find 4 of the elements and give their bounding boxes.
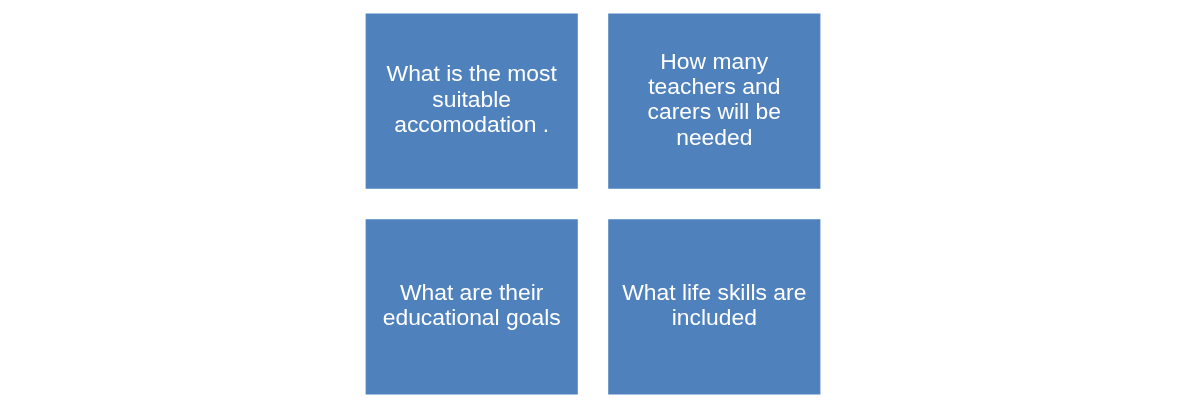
node-box: How many teachers and carers will be needed (607, 12, 820, 189)
node-box: What is the most suitable accomodation . (365, 12, 578, 189)
node-box: What are their educational goals (365, 218, 578, 395)
node-box: What life skills are included (607, 218, 820, 395)
